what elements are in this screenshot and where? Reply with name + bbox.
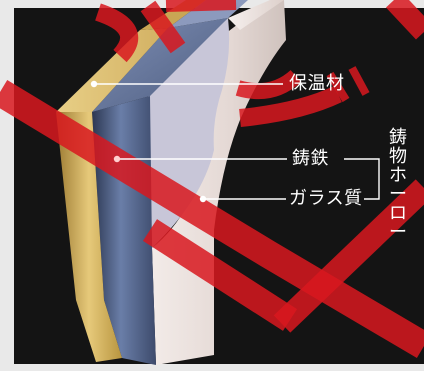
red-watermark (0, 0, 424, 359)
label-cast-iron: 鋳鉄 (292, 148, 329, 169)
enamel-top-edge (228, 0, 284, 30)
label-insulation: 保温材 (289, 73, 345, 94)
label-group-vertical: 鋳物ホーロー (389, 127, 407, 243)
group-bracket (344, 158, 380, 200)
label-glass: ガラス質 (289, 188, 363, 209)
dot-insulation (90, 80, 98, 88)
cast-iron-top (92, 18, 228, 112)
insulation-layer (56, 112, 122, 362)
dot-glass (199, 195, 207, 203)
dot-cast-iron (113, 155, 121, 163)
insulation-top (56, 28, 168, 112)
leader-dots (90, 80, 207, 203)
leader-lines (94, 83, 380, 200)
